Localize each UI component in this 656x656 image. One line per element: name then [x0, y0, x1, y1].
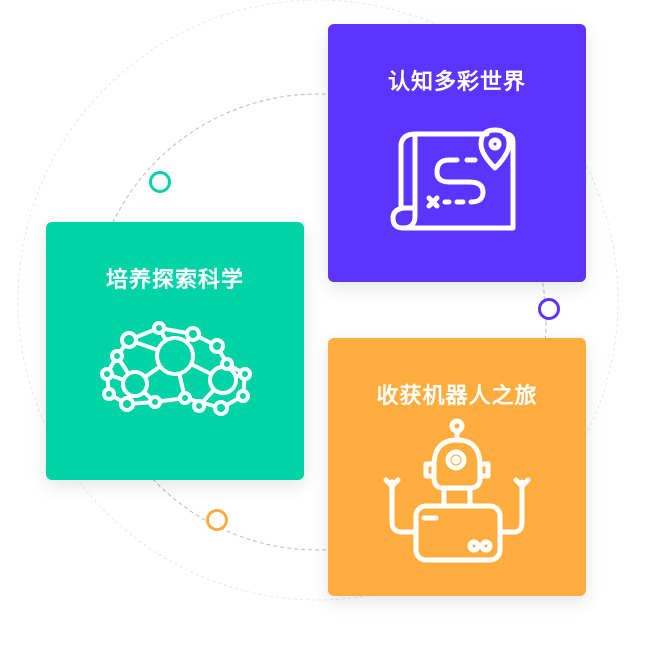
card-science[interactable]: 培养探索科学: [46, 222, 304, 480]
card-world-title: 认知多彩世界: [387, 70, 526, 95]
molecule-network-icon: [100, 321, 252, 416]
outer-ring: [17, 0, 619, 601]
treasure-map-icon: [390, 127, 516, 231]
card-robot[interactable]: 收获机器人之旅: [328, 338, 586, 596]
card-robot-title: 收获机器人之旅: [376, 384, 538, 409]
connector-dot-green: [149, 171, 171, 193]
connector-dot-purple: [538, 298, 560, 320]
robot-icon: [383, 418, 531, 563]
card-science-title: 培养探索科学: [105, 268, 244, 293]
connector-dot-orange: [206, 509, 228, 531]
card-world[interactable]: 认知多彩世界: [328, 24, 586, 282]
